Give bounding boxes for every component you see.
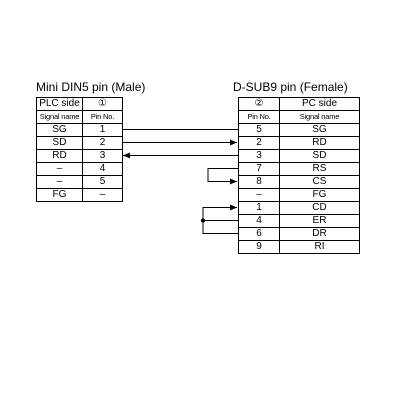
signal-name-cell: RI bbox=[279, 240, 360, 254]
wire-rs-cs-loopback bbox=[207, 168, 238, 185]
table-row: FG– bbox=[36, 188, 123, 202]
wire-er-to-cd bbox=[202, 204, 238, 221]
dsub9-title: D-SUB9 pin (Female) bbox=[233, 80, 348, 94]
mini-din5-title: Mini DIN5 pin (Male) bbox=[36, 80, 146, 94]
wire-er-to-dr bbox=[202, 220, 238, 234]
junction-dot bbox=[201, 218, 205, 223]
pin-no-cell: – bbox=[82, 188, 123, 202]
pin-no-cell: 3 bbox=[82, 149, 123, 163]
